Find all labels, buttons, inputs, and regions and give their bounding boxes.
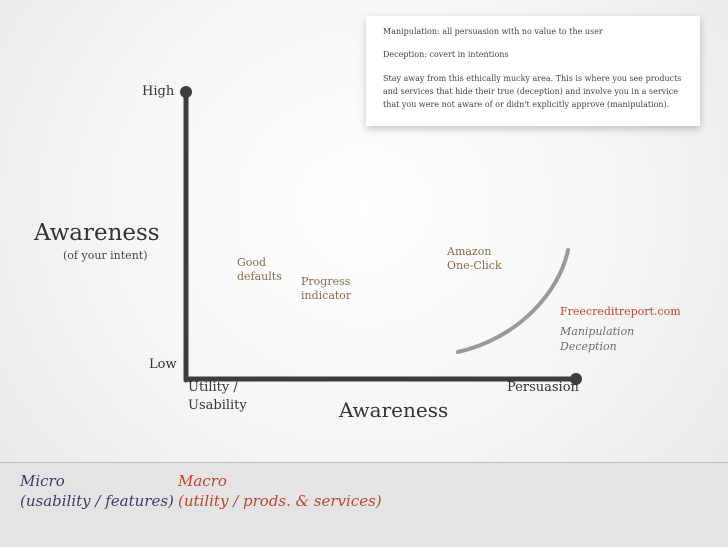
x-axis-start-label-1: Utility / [188,380,238,395]
note-warning-line-1: Stay away from this ethically mucky area… [383,74,682,83]
point-manipulation-label: Manipulation [560,325,635,338]
point-progress-line-1: Progress [301,275,351,288]
footer-macro-subtitle: (utility / prods. & services) [178,492,382,510]
point-amazon-line-1: Amazon [447,245,492,258]
y-axis-subtitle: (of your intent) [63,249,148,262]
x-axis-end-dot [570,373,582,385]
y-axis-high-label: High [142,84,175,99]
y-axis-high-dot [180,86,192,98]
x-axis-start-label-2: Usability [188,398,247,413]
point-good-defaults-line-1: Good [237,256,267,269]
y-axis-title: Awareness [34,220,160,246]
manipulation-curve [456,248,570,354]
ethics-note-card: Manipulation: all persuasion with no val… [366,16,700,126]
note-warning-line-3: that you were not aware of or didn't exp… [383,100,670,109]
footer-micro-subtitle: (usability / features) [20,492,174,510]
point-good-defaults-line-2: defaults [237,270,282,283]
note-deception-definition: Deception: covert in intentions [383,50,509,59]
footer-band [0,462,728,547]
x-axis-end-label: Persuasion [507,380,579,395]
note-warning-line-2: and services that hide their true (decep… [383,87,678,96]
point-freecreditreport-label: Freecreditreport.com [560,305,681,318]
point-deception-label: Deception [560,340,617,353]
footer-micro-title: Micro [20,472,65,490]
footer-macro-title: Macro [178,472,227,490]
point-amazon-line-2: One-Click [447,259,502,272]
note-manipulation-definition: Manipulation: all persuasion with no val… [383,27,603,36]
y-axis-low-label: Low [149,357,177,372]
point-progress-line-2: indicator [301,289,352,302]
x-axis-title: Awareness [339,398,449,422]
